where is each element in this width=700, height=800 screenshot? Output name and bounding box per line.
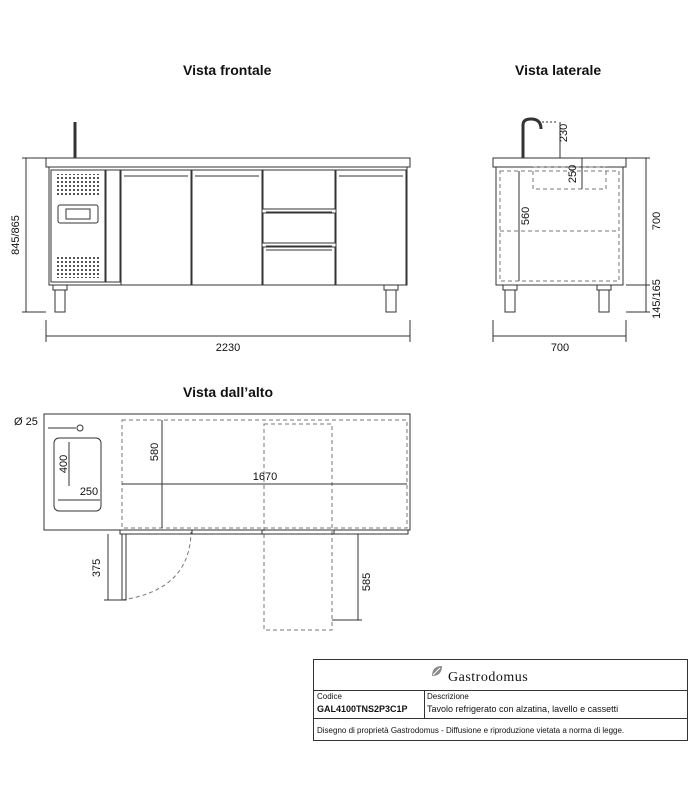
top-door-1 <box>119 529 193 535</box>
top-worktop <box>43 413 411 531</box>
faucet-hole <box>76 424 84 432</box>
description-value: Tavolo refrigerato con alzatina, lavello… <box>427 704 619 714</box>
sink-depth-label: 250 <box>80 486 98 498</box>
front-worktop <box>45 157 411 168</box>
front-width-label: 2230 <box>216 342 240 354</box>
code-value: GAL4100TNS2P3C1P <box>317 704 408 714</box>
top-drawer-hidden <box>263 423 333 631</box>
front-leg-1-top <box>52 284 68 291</box>
side-sink-label: 250 <box>567 165 579 183</box>
front-door-3 <box>335 169 407 286</box>
side-view <box>492 117 650 342</box>
vent-grille-bottom <box>55 256 101 278</box>
copyright-notice: Disegno di proprietà Gastrodomus - Diffu… <box>317 726 625 735</box>
door-swing-arc <box>121 531 192 601</box>
side-faucet <box>521 117 543 158</box>
control-panel <box>57 204 99 224</box>
top-view <box>43 413 411 631</box>
top-sink <box>53 437 102 512</box>
side-body <box>495 166 624 286</box>
door-width-label: 375 <box>91 559 103 577</box>
top-door-2 <box>191 529 263 535</box>
side-interior-hidden <box>499 170 620 282</box>
open-door <box>121 533 127 601</box>
side-leg-1 <box>504 289 516 313</box>
front-sink-column <box>105 169 121 283</box>
side-faucet-label: 230 <box>558 124 570 142</box>
front-door-1 <box>120 169 192 286</box>
front-drawer-1 <box>262 169 336 210</box>
top-view-title: Vista dall’alto <box>183 384 273 400</box>
front-view-title: Vista frontale <box>183 62 272 78</box>
side-view-title: Vista laterale <box>515 62 602 78</box>
top-door-3 <box>333 529 409 535</box>
side-sink-hidden <box>532 166 607 190</box>
description-cell: Descrizione Tavolo refrigerato con alzat… <box>424 690 687 718</box>
title-block-logo-row: Gastrodomus <box>314 660 687 691</box>
top-length-label: 1670 <box>253 471 277 483</box>
top-drawers <box>261 529 335 535</box>
vent-grille-top <box>55 174 101 197</box>
code-label: Codice <box>317 692 342 701</box>
top-depth-label: 580 <box>149 443 161 461</box>
front-leg-2-top <box>383 284 399 291</box>
front-height-label: 845/865 <box>10 215 22 255</box>
side-inner-label: 560 <box>520 207 532 225</box>
description-label: Descrizione <box>427 692 469 701</box>
brand-name: Gastrodomus <box>448 670 529 685</box>
front-drawer-3 <box>262 246 336 286</box>
title-block-info-row: Codice GAL4100TNS2P3C1P Descrizione Tavo… <box>314 690 687 719</box>
leaf-icon <box>432 666 442 676</box>
title-block: Gastrodomus Codice GAL4100TNS2P3C1P Desc… <box>313 659 688 741</box>
side-leg-2 <box>598 289 610 313</box>
front-door-2 <box>191 169 263 286</box>
side-body-label: 700 <box>651 212 663 230</box>
side-worktop <box>492 157 627 168</box>
front-view <box>22 122 411 342</box>
front-leg-2 <box>385 289 397 313</box>
compressor-panel <box>50 169 106 283</box>
front-drawer-2 <box>262 212 336 244</box>
side-legs-label: 145/165 <box>651 279 663 319</box>
control-display <box>65 208 91 220</box>
front-body <box>48 166 408 286</box>
drawer-length-label: 585 <box>361 573 373 591</box>
side-width-label: 700 <box>551 342 569 354</box>
code-cell: Codice GAL4100TNS2P3C1P <box>314 690 425 718</box>
sink-width-label: 400 <box>58 455 70 473</box>
front-leg-1 <box>54 289 66 313</box>
faucet-hole-label: Ø 25 <box>14 416 38 428</box>
